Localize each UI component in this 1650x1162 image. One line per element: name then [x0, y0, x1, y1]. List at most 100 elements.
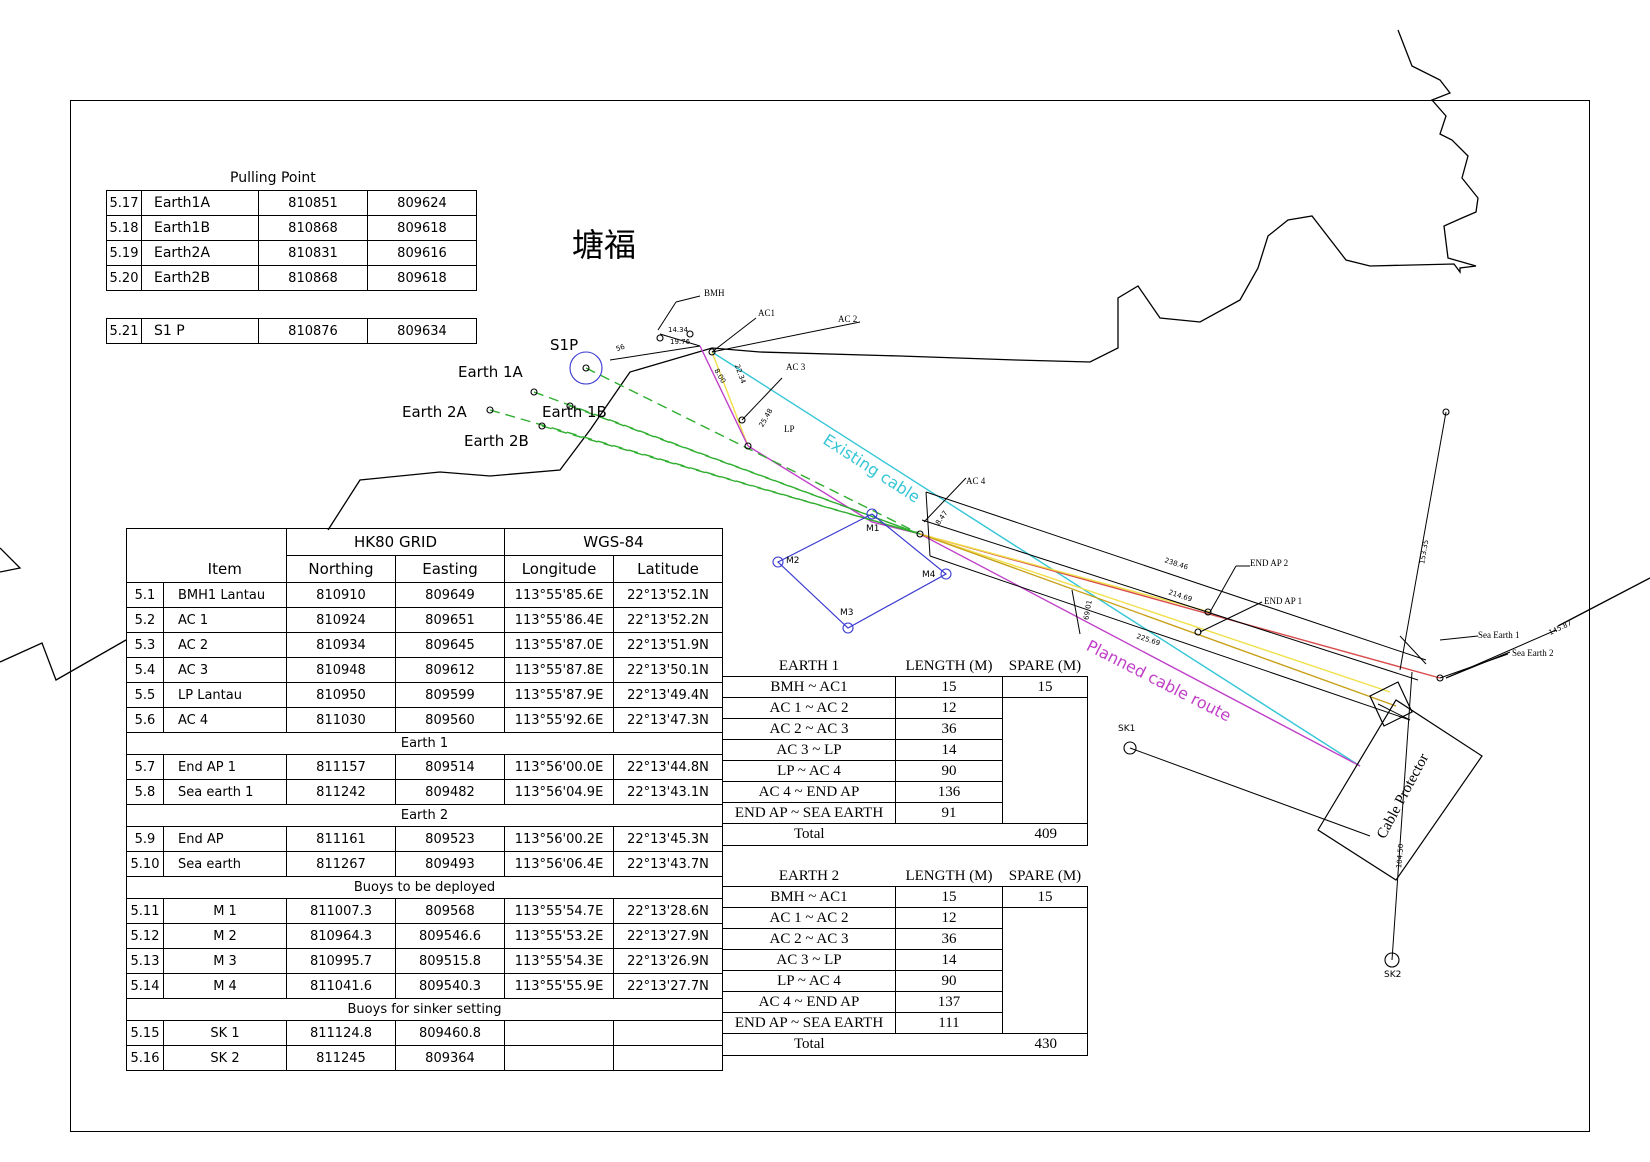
row-easting: 809618 [367, 215, 477, 241]
s1p-table: 5.21 S1 P 810876 809634 [106, 318, 477, 344]
row-no: 5.2 [126, 607, 164, 633]
row-latitude: 22°13'27.9N [613, 923, 723, 949]
row-easting: 809651 [395, 607, 505, 633]
label-m3: M3 [840, 608, 854, 618]
row-easting: 809624 [367, 190, 477, 216]
row-no: 5.18 [106, 215, 142, 241]
row-northing: 810924 [286, 607, 396, 633]
row-latitude: 22°13'52.2N [613, 607, 723, 633]
table-row: 5.17 Earth1A 810851 809624 [106, 190, 477, 216]
label-earth-1a: Earth 1A [458, 363, 523, 381]
row-longitude: 113°55'86.4E [504, 607, 614, 633]
row-item: LP Lantau [163, 682, 287, 708]
earth2-spare-header: SPARE (M) [1008, 867, 1082, 884]
dim-1434: 14.34 [668, 326, 689, 334]
segment-length: 14 [895, 949, 1003, 971]
end-structure [1369, 681, 1413, 727]
row-longitude: 113°55'92.6E [504, 707, 614, 733]
segment-name: END AP ~ SEA EARTH [722, 1012, 896, 1034]
row-northing: 811245 [286, 1045, 396, 1071]
earth2-total-label: Total [722, 1033, 896, 1056]
row-longitude [504, 1020, 614, 1046]
row-no: 5.8 [126, 779, 164, 805]
earth2-total: 430 [895, 1033, 1088, 1056]
row-name: Earth1B [141, 215, 259, 241]
section-earth-1: Earth 1 [126, 732, 723, 755]
row-no: 5.21 [106, 318, 142, 344]
row-item: AC 3 [163, 657, 287, 683]
row-no: 5.1 [126, 582, 164, 608]
row-northing: 810964.3 [286, 923, 396, 949]
planned-route-line [747, 445, 1361, 767]
row-no: 5.3 [126, 632, 164, 658]
header-item: Item [163, 555, 287, 583]
row-latitude [613, 1045, 723, 1071]
earth2-title: EARTH 2 [778, 867, 840, 884]
row-easting: 809568 [395, 898, 505, 924]
coastline-lower-left [0, 639, 127, 681]
row-item: M 1 [163, 898, 287, 924]
row-northing: 810876 [258, 318, 368, 344]
row-item: AC 2 [163, 632, 287, 658]
earth1-total: 409 [895, 823, 1088, 846]
row-latitude [613, 1020, 723, 1046]
row-northing: 810950 [286, 682, 396, 708]
label-sea-earth1: Sea Earth 1 [1478, 630, 1520, 640]
section-buoys-sinker: Buoys for sinker setting [126, 998, 723, 1021]
row-no: 5.7 [126, 754, 164, 780]
row-easting: 809560 [395, 707, 505, 733]
segment-name: AC 4 ~ END AP [722, 781, 896, 803]
row-name: S1 P [141, 318, 259, 344]
label-sea-earth2: Sea Earth 2 [1512, 648, 1554, 658]
label-bmh: BMH [704, 288, 725, 298]
row-northing: 810910 [286, 582, 396, 608]
segment-name: BMH ~ AC1 [722, 886, 896, 908]
header-longitude: Longitude [504, 555, 614, 583]
header-hk80-grid: HK80 GRID [286, 528, 505, 556]
existing-cable-line [711, 351, 1361, 767]
header-blank [126, 528, 287, 556]
point-markers [486, 330, 1450, 968]
row-longitude: 113°56'06.4E [504, 851, 614, 877]
row-longitude: 113°56'04.9E [504, 779, 614, 805]
buoy-polygon [776, 513, 948, 629]
label-s1p: S1P [550, 336, 579, 354]
row-longitude: 113°55'87.8E [504, 657, 614, 683]
coastline-right [1557, 577, 1650, 627]
row-latitude: 22°13'43.7N [613, 851, 723, 877]
section-earth-2: Earth 2 [126, 804, 723, 827]
coastline-upper [327, 29, 1479, 531]
row-no: 5.12 [126, 923, 164, 949]
label-m1: M1 [866, 524, 880, 534]
row-item: End AP 1 [163, 754, 287, 780]
section-buoys-deployed: Buoys to be deployed [126, 876, 723, 899]
row-longitude: 113°55'87.0E [504, 632, 614, 658]
row-no: 5.17 [106, 190, 142, 216]
segment-length: 14 [895, 739, 1003, 761]
row-northing: 811007.3 [286, 898, 396, 924]
dimension-lines [609, 295, 1557, 961]
spare-length: 15 [1002, 886, 1088, 908]
label-ac4: AC 4 [966, 476, 986, 486]
row-latitude: 22°13'51.9N [613, 632, 723, 658]
segment-length: 91 [895, 802, 1003, 824]
header-wgs84: WGS-84 [504, 528, 723, 556]
row-easting: 809612 [395, 657, 505, 683]
row-latitude: 22°13'47.3N [613, 707, 723, 733]
label-ac2: AC 2 [838, 314, 858, 324]
row-no: 5.6 [126, 707, 164, 733]
segment-name: BMH ~ AC1 [722, 676, 896, 698]
